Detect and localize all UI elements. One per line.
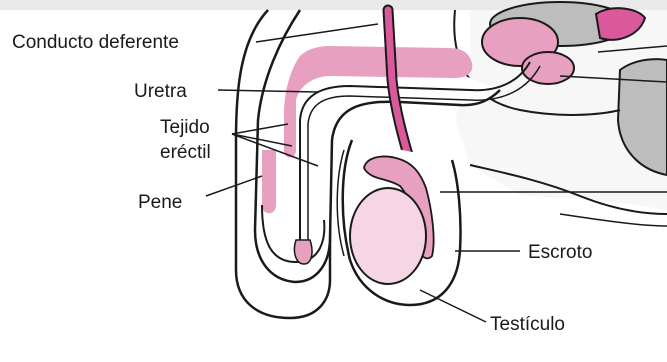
label-scrotum: Escroto [528,242,592,263]
label-penis: Pene [138,192,182,213]
erectile-tissue-shaft [262,150,276,213]
label-urethra: Uretra [134,81,187,102]
testicle-shape [350,188,426,284]
urethra-tip [294,240,312,264]
label-erectile-line1: Tejido [160,117,210,138]
label-testicle: Testículo [490,314,565,335]
label-vas-deferens: Conducto deferente [12,32,179,53]
label-erectile-line2: eréctil [160,142,211,163]
